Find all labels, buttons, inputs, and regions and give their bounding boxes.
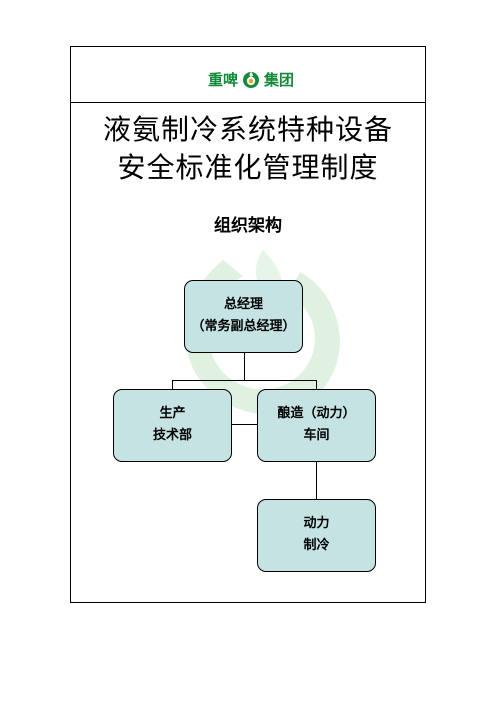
org-box-power-refrigeration-line2: 制冷 — [303, 538, 330, 553]
logo-text-left: 重啤 — [208, 70, 239, 89]
logo-emblem-icon — [243, 72, 260, 88]
org-box-production-tech-line2: 技术部 — [152, 428, 192, 443]
document-frame — [70, 46, 426, 603]
connector-left-right-link — [231, 424, 257, 425]
org-box-power-refrigeration: 动力 制冷 — [257, 499, 376, 572]
org-box-brewing-workshop-line2: 车间 — [303, 428, 330, 443]
org-box-brewing-workshop: 酿造（动力） 车间 — [257, 389, 376, 462]
logo-text-right: 集团 — [264, 70, 295, 89]
document-title-line-1: 液氨制冷系统特种设备 — [102, 113, 393, 146]
org-box-production-tech: 生产 技术部 — [113, 389, 232, 462]
header-divider — [70, 102, 426, 103]
connector-top-vertical — [244, 352, 245, 380]
connector-bottom-vertical — [316, 462, 317, 500]
org-box-general-manager-line1: 总经理 — [223, 297, 263, 312]
company-logo: 重啤 集团 — [208, 68, 294, 90]
org-box-production-tech-line1: 生产 — [159, 406, 186, 421]
org-box-brewing-workshop-line1: 酿造（动力） — [277, 406, 356, 421]
org-box-power-refrigeration-line1: 动力 — [303, 516, 330, 531]
connector-left-drop — [172, 380, 173, 390]
document-title-line-2: 安全标准化管理制度 — [117, 151, 379, 184]
org-box-general-manager: 总经理 （常务副总经理） — [184, 280, 303, 353]
connector-horizontal-bar — [172, 380, 317, 381]
section-heading: 组织架构 — [214, 216, 282, 236]
org-box-general-manager-line2: （常务副总经理） — [191, 319, 296, 334]
connector-right-drop — [316, 380, 317, 390]
